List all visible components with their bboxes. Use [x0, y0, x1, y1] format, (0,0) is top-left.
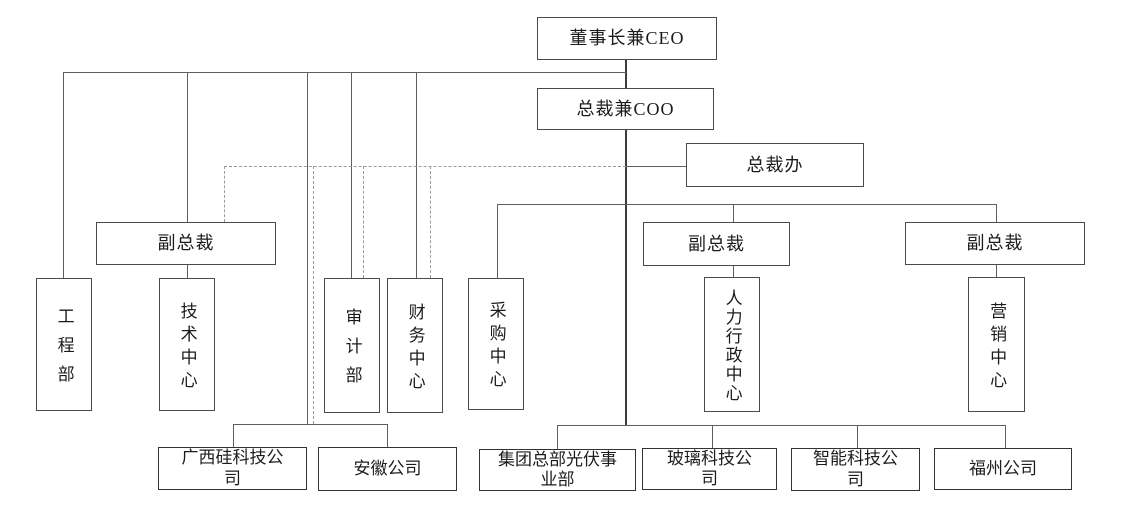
org-node-hq-pv-division: 集团总部光伏事业部	[479, 449, 636, 491]
connector-drop-engineering	[63, 72, 64, 278]
dashed-rail-president-office	[224, 166, 626, 167]
org-node-guangxi-silicon-co: 广西硅科技公司	[158, 447, 307, 490]
org-node-vp-right: 副总裁	[905, 222, 1085, 265]
org-node-ceo: 董事长兼CEO	[537, 17, 717, 60]
org-node-finance-center: 财务中心	[387, 278, 443, 413]
connector-president-office	[626, 166, 686, 167]
org-node-coo-label: 总裁兼COO	[576, 98, 675, 119]
connector-level1-rail	[63, 72, 626, 73]
connector-drop-pv-division	[557, 425, 558, 449]
connector-drop-glass	[712, 425, 713, 448]
org-node-vp-left: 副总裁	[96, 222, 276, 265]
org-node-marketing-center: 营销中心	[968, 277, 1025, 412]
connector-vp-right-marketing	[996, 265, 997, 277]
connector-vp-mid-hr	[733, 266, 734, 277]
org-node-glass-tech-co: 玻璃科技公司	[642, 448, 777, 490]
org-node-vp-right-label: 副总裁	[966, 233, 1024, 254]
org-node-technology-center: 技术中心	[159, 278, 215, 411]
connector-drop-anhui	[387, 424, 388, 447]
dashed-drop-subsidiaries-left	[313, 166, 314, 424]
connector-drop-smart	[857, 425, 858, 448]
org-node-ceo-label: 董事长兼CEO	[569, 28, 685, 49]
org-node-president-office: 总裁办	[686, 143, 864, 187]
connector-bottom-left-rail	[233, 424, 387, 425]
org-node-procurement-center: 采购中心	[468, 278, 524, 410]
org-node-vp-mid: 副总裁	[643, 222, 790, 266]
org-node-audit-dept: 审计部	[324, 278, 380, 413]
org-node-engineering-dept: 工程部	[36, 278, 92, 411]
org-node-engineering-dept-label: 工程部	[54, 307, 74, 394]
connector-drop-vp-right	[996, 204, 997, 222]
org-node-anhui-co: 安徽公司	[318, 447, 457, 491]
connector-drop-subsidiaries-left	[307, 72, 308, 424]
connector-bottom-right-rail	[557, 425, 1005, 426]
org-node-smart-tech-co-label: 智能科技公司	[813, 449, 898, 489]
dashed-drop-finance	[430, 166, 431, 278]
connector-drop-vp-left	[187, 72, 188, 222]
org-node-hr-admin-center-label: 人力行政中心	[722, 288, 742, 403]
connector-drop-fuzhou	[1005, 425, 1006, 448]
connector-drop-finance	[416, 72, 417, 278]
org-node-vp-left-label: 副总裁	[157, 233, 215, 254]
connector-coo-spine	[625, 130, 627, 425]
connector-drop-audit	[351, 72, 352, 278]
org-node-audit-dept-label: 审计部	[342, 308, 362, 395]
dashed-drop-audit	[363, 166, 364, 278]
org-node-marketing-center-label: 营销中心	[987, 301, 1007, 394]
org-node-fuzhou-co: 福州公司	[934, 448, 1072, 490]
connector-ceo-coo	[625, 60, 627, 88]
org-node-finance-center-label: 财务中心	[405, 302, 425, 395]
org-node-fuzhou-co-label: 福州公司	[969, 458, 1037, 478]
org-node-vp-mid-label: 副总裁	[688, 233, 745, 254]
connector-drop-vp-mid	[733, 204, 734, 222]
org-node-president-office-label: 总裁办	[746, 154, 804, 175]
org-node-coo: 总裁兼COO	[537, 88, 714, 130]
connector-vp-left-tech	[187, 265, 188, 278]
org-node-technology-center-label: 技术中心	[177, 301, 197, 394]
org-node-procurement-center-label: 采购中心	[486, 301, 506, 393]
org-node-hr-admin-center: 人力行政中心	[704, 277, 760, 412]
org-node-glass-tech-co-label: 玻璃科技公司	[667, 448, 752, 488]
org-node-hq-pv-division-label: 集团总部光伏事业部	[498, 449, 617, 489]
org-node-guangxi-silicon-co-label: 广西硅科技公司	[181, 448, 284, 488]
connector-level2-rail	[497, 204, 996, 205]
org-node-anhui-co-label: 安徽公司	[353, 458, 422, 478]
connector-drop-guangxi	[233, 424, 234, 447]
dashed-drop-vp-left	[224, 166, 225, 222]
org-node-smart-tech-co: 智能科技公司	[791, 448, 920, 491]
connector-drop-procurement	[497, 204, 498, 278]
